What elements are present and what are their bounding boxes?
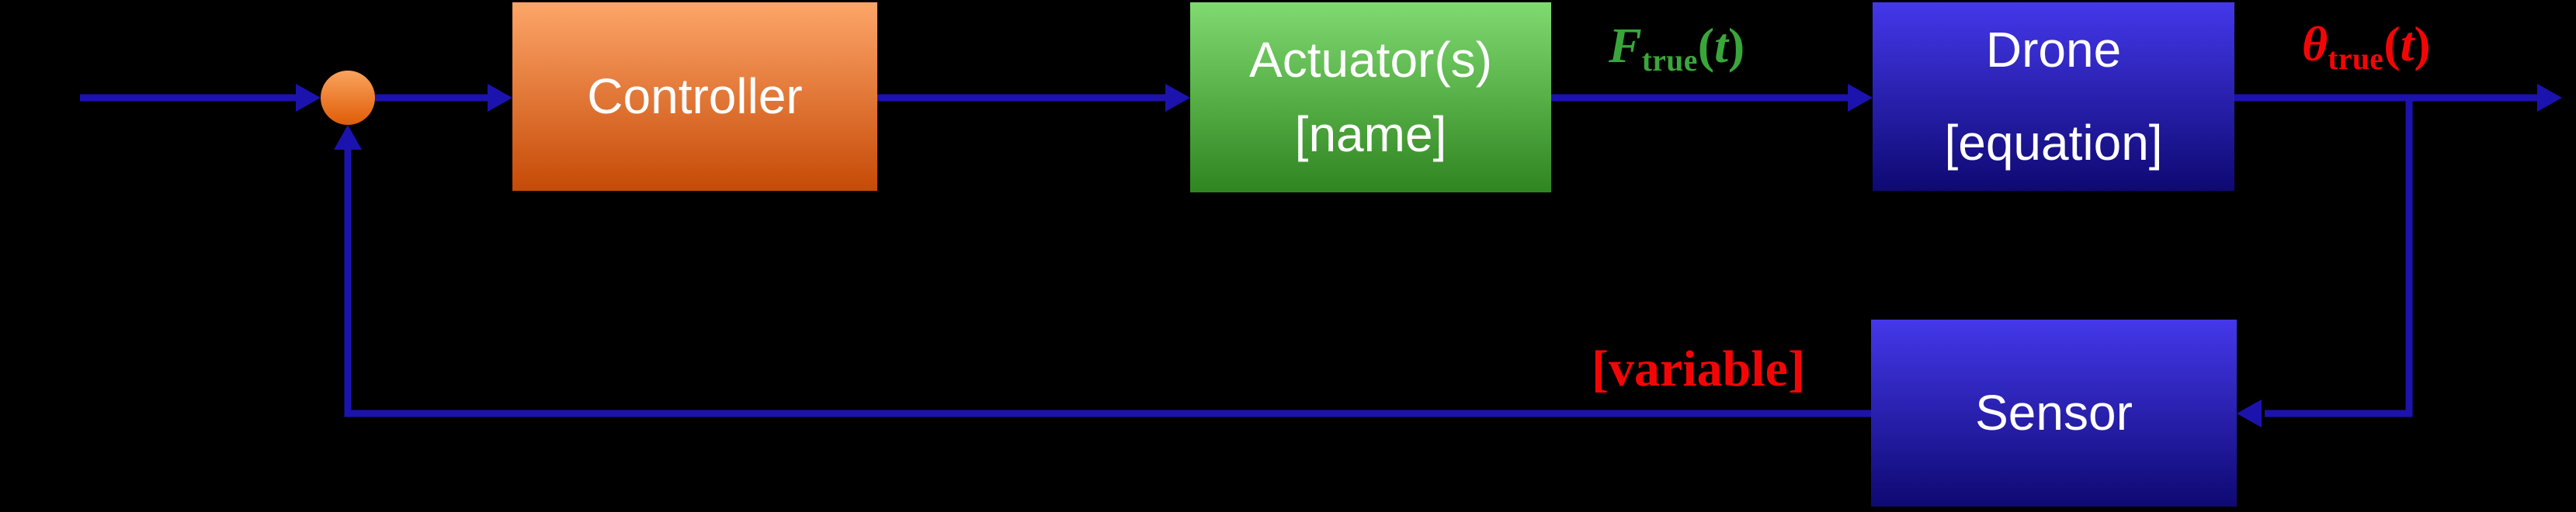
theta-close-paren: ) [2414,16,2431,71]
theta-subscript: true [2328,42,2384,77]
feedback-variable-label: [variable] [1592,341,1805,397]
theta-open-paren: ( [2383,16,2401,71]
output-tap-to-sensor-line [2265,98,2413,417]
actuator-label-line1: Actuator(s) [1249,32,1492,88]
actuator-label-line2: [name] [1294,106,1447,162]
drone-label-line1: Drone [1985,22,2122,78]
drone-block: Drone [equation] [1873,2,2234,191]
force-open-paren: ( [1697,18,1715,73]
force-argument: t [1714,18,1728,73]
input-arrowhead [296,84,321,112]
output-arrowhead [2537,84,2562,112]
sensor-block: Sensor [1871,320,2237,507]
theta-argument: t [2400,16,2415,71]
controller-label: Controller [587,67,803,124]
force-subscript: true [1641,43,1698,78]
sensor-label: Sensor [1975,384,2133,441]
theta-symbol: θ [2302,16,2328,71]
actuator-block: Actuator(s) [name] [1190,2,1551,192]
controller-block: Controller [512,2,877,191]
feedback-up-arrowhead [334,125,362,150]
actuator-to-drone-arrowhead [1848,84,1873,112]
controller-to-actuator-arrowhead [1165,84,1190,112]
force-symbol: F [1609,18,1642,73]
theta-signal-label: θtrue(t) [2302,16,2431,77]
sum-to-controller-arrowhead [488,84,512,112]
force-signal-label: Ftrue(t) [1609,17,1745,78]
feedback-return-line [344,142,1871,417]
force-close-paren: ) [1727,18,1745,73]
drone-label-line2: [equation] [1944,114,2163,171]
sensor-input-arrowhead [2237,400,2262,427]
summing-junction-node [321,71,375,125]
